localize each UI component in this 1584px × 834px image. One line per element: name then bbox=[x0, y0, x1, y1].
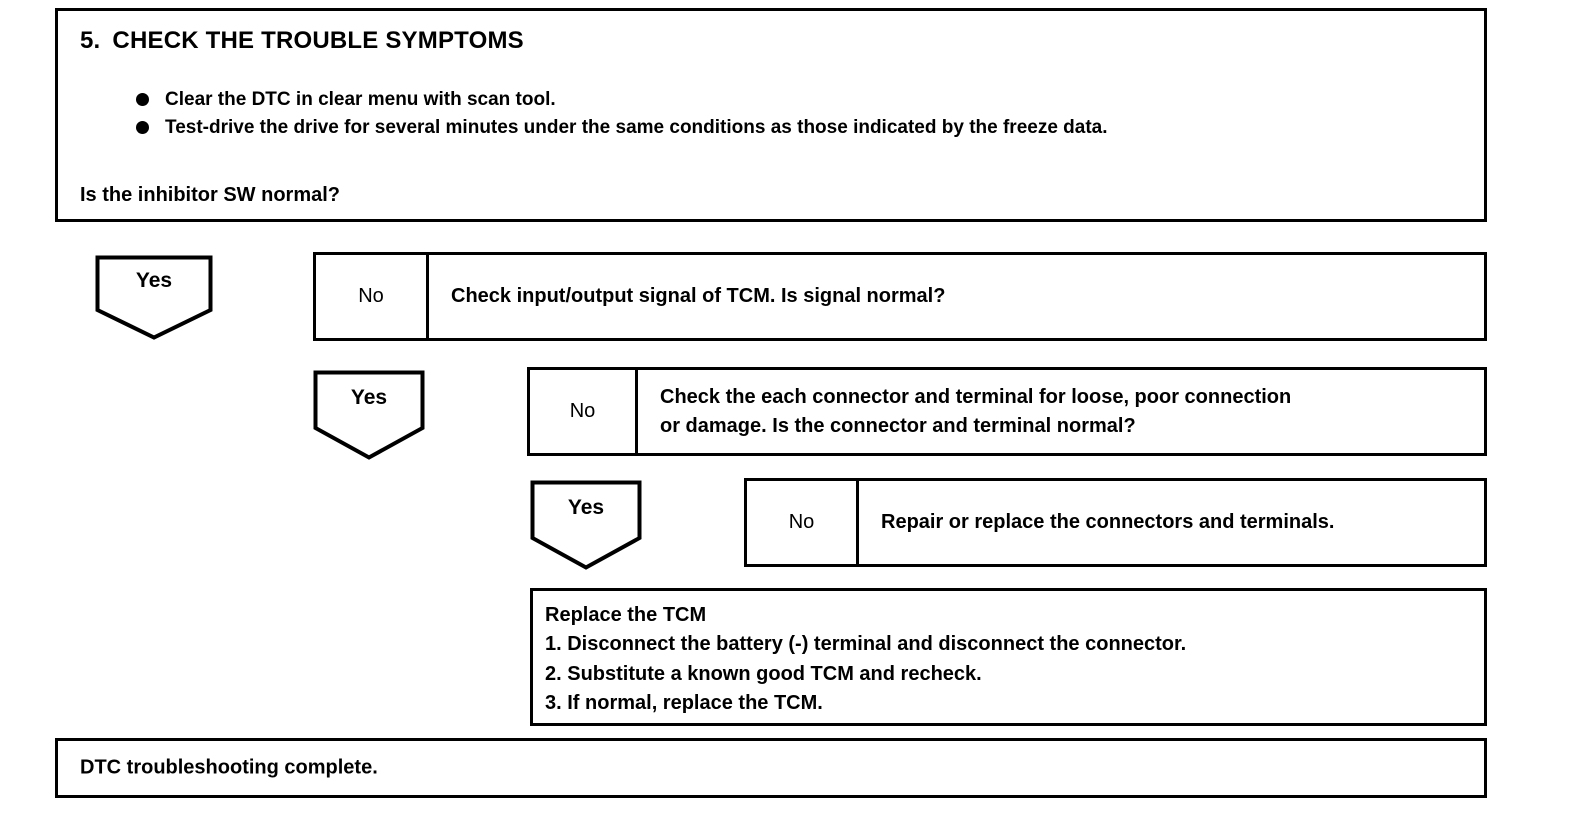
replace-tcm-block: Replace the TCM 1. Disconnect the batter… bbox=[530, 588, 1487, 726]
decision-text-line: Check input/output signal of TCM. Is sig… bbox=[451, 285, 946, 307]
step-title-text: CHECK THE TROUBLE SYMPTOMS bbox=[112, 27, 524, 54]
decision-text-cell: Check input/output signal of TCM. Is sig… bbox=[429, 255, 1484, 338]
decision-row-2: No Check the each connector and terminal… bbox=[527, 367, 1487, 456]
list-item: Clear the DTC in clear menu with scan to… bbox=[136, 89, 1108, 111]
decision-text: Repair or replace the connectors and ter… bbox=[881, 508, 1334, 537]
yes-arrow-2: Yes bbox=[313, 370, 425, 460]
no-label: No bbox=[358, 285, 384, 307]
decision-row-1: No Check input/output signal of TCM. Is … bbox=[313, 252, 1487, 341]
yes-arrow-1: Yes bbox=[95, 255, 213, 340]
decision-text-cell: Check the each connector and terminal fo… bbox=[638, 370, 1484, 453]
tcm-step: 1. Disconnect the battery (-) terminal a… bbox=[545, 633, 1187, 656]
list-item: Test-drive the drive for several minutes… bbox=[136, 117, 1108, 139]
header-question: Is the inhibitor SW normal? bbox=[80, 184, 340, 206]
yes-arrow-shape-icon bbox=[530, 480, 642, 570]
conclusion-panel: DTC troubleshooting complete. bbox=[55, 738, 1487, 798]
decision-text-cell: Repair or replace the connectors and ter… bbox=[859, 481, 1484, 564]
decision-text-line: Repair or replace the connectors and ter… bbox=[881, 511, 1335, 533]
conclusion-text: DTC troubleshooting complete. bbox=[80, 756, 378, 779]
decision-text-line: or damage. Is the connector and terminal… bbox=[660, 414, 1136, 437]
bullet-dot-icon bbox=[136, 120, 149, 134]
instruction-text: Clear the DTC in clear menu with scan to… bbox=[165, 89, 556, 110]
bullet-dot-icon bbox=[136, 93, 149, 106]
decision-text-line: Check the each connector and terminal fo… bbox=[660, 385, 1292, 408]
no-label-cell: No bbox=[530, 370, 638, 453]
tcm-heading: Replace the TCM bbox=[545, 604, 707, 626]
decision-text: Check input/output signal of TCM. Is sig… bbox=[451, 282, 945, 311]
yes-arrow-shape-icon bbox=[313, 370, 425, 460]
no-label: No bbox=[569, 400, 596, 422]
instruction-text: Test-drive the drive for several minutes… bbox=[165, 116, 1108, 138]
tcm-step: 2. Substitute a known good TCM and reche… bbox=[545, 662, 982, 685]
decision-text: Check the each connector and terminal fo… bbox=[660, 383, 1291, 441]
tcm-step: 3. If normal, replace the TCM. bbox=[545, 692, 823, 715]
no-label: No bbox=[788, 511, 815, 533]
step-number: 5. bbox=[80, 27, 101, 54]
decision-row-3: No Repair or replace the connectors and … bbox=[744, 478, 1487, 567]
instruction-list: Clear the DTC in clear menu with scan to… bbox=[136, 89, 1108, 145]
no-label-cell: No bbox=[747, 481, 859, 564]
page-title: 5. CHECK THE TROUBLE SYMPTOMS bbox=[80, 27, 524, 55]
yes-arrow-3: Yes bbox=[530, 480, 642, 570]
yes-arrow-shape-icon bbox=[95, 255, 213, 340]
step-header-panel: 5. CHECK THE TROUBLE SYMPTOMS Clear the D… bbox=[55, 8, 1487, 222]
no-label-cell: No bbox=[316, 255, 429, 338]
